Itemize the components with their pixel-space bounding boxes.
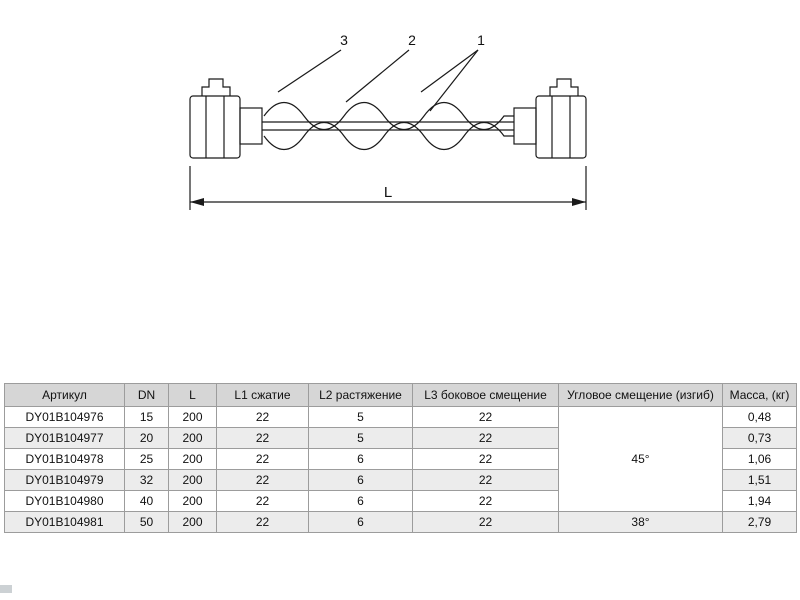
- cell-mass: 2,79: [722, 511, 797, 533]
- cell-l2: 6: [308, 469, 413, 491]
- cell-l1: 22: [216, 448, 309, 470]
- cell-mass: 1,94: [722, 490, 797, 512]
- table-row: DY01B104977 20 200 22 5 22 0,73: [4, 427, 797, 449]
- cell-mass: 0,48: [722, 406, 797, 428]
- cell-article: DY01B104978: [4, 448, 125, 470]
- cell-dn: 32: [124, 469, 169, 491]
- cell-article: DY01B104976: [4, 406, 125, 428]
- col-header-mass: Масса, (кг): [722, 383, 797, 407]
- cell-l: 200: [168, 448, 217, 470]
- cell-angular-45: 45°: [558, 406, 723, 512]
- technical-drawing: 3 2 1 L: [178, 26, 602, 228]
- col-header-dn: DN: [124, 383, 169, 407]
- cell-l: 200: [168, 427, 217, 449]
- cell-l2: 5: [308, 406, 413, 428]
- cell-article: DY01B104979: [4, 469, 125, 491]
- cell-dn: 40: [124, 490, 169, 512]
- col-header-l1: L1 сжатие: [216, 383, 309, 407]
- col-header-l2: L2 растяжение: [308, 383, 413, 407]
- cell-l: 200: [168, 406, 217, 428]
- cell-l3: 22: [412, 490, 559, 512]
- cell-dn: 25: [124, 448, 169, 470]
- dimension-line-l: [189, 166, 587, 210]
- cell-mass: 1,51: [722, 469, 797, 491]
- header-row: Артикул DN L L1 сжатие L2 растяжение L3 …: [4, 383, 797, 407]
- cell-l3: 22: [412, 448, 559, 470]
- right-fitting: [513, 78, 587, 159]
- callout-2-label: 2: [408, 32, 416, 48]
- spec-table: Артикул DN L L1 сжатие L2 растяжение L3 …: [4, 383, 797, 533]
- cell-l3: 22: [412, 406, 559, 428]
- table-row: DY01B104981 50 200 22 6 22 38° 2,79: [4, 511, 797, 533]
- cell-l1: 22: [216, 469, 309, 491]
- cell-l2: 6: [308, 511, 413, 533]
- cell-article: DY01B104977: [4, 427, 125, 449]
- page-corner-artifact: [0, 585, 12, 593]
- cell-dn: 50: [124, 511, 169, 533]
- cell-angular-38: 38°: [558, 511, 723, 533]
- cell-l2: 5: [308, 427, 413, 449]
- cell-l1: 22: [216, 406, 309, 428]
- col-header-article: Артикул: [4, 383, 125, 407]
- dimension-l-label: L: [384, 184, 392, 201]
- cell-dn: 20: [124, 427, 169, 449]
- cell-l1: 22: [216, 490, 309, 512]
- callout-leader-lines: [277, 49, 479, 112]
- connector-drawing-svg: 3 2 1 L: [189, 32, 587, 210]
- cell-l2: 6: [308, 448, 413, 470]
- cell-l3: 22: [412, 469, 559, 491]
- table-row: DY01B104976 15 200 22 5 22 45° 0,48: [4, 406, 797, 512]
- cell-l2: 6: [308, 490, 413, 512]
- cell-l3: 22: [412, 511, 559, 533]
- bellows-body: [262, 101, 514, 151]
- table-row: DY01B104978 25 200 22 6 22 1,06: [4, 448, 797, 470]
- col-header-l3: L3 боковое смещение: [412, 383, 559, 407]
- cell-mass: 1,06: [722, 448, 797, 470]
- table-row: DY01B104980 40 200 22 6 22 1,94: [4, 490, 797, 512]
- cell-l3: 22: [412, 427, 559, 449]
- cell-dn: 15: [124, 406, 169, 428]
- callout-3-label: 3: [340, 32, 348, 48]
- left-fitting: [189, 78, 263, 159]
- cell-mass: 0,73: [722, 427, 797, 449]
- col-header-angular: Угловое смещение (изгиб): [558, 383, 723, 407]
- cell-l1: 22: [216, 511, 309, 533]
- cell-l: 200: [168, 511, 217, 533]
- cell-article: DY01B104981: [4, 511, 125, 533]
- col-header-l: L: [168, 383, 217, 407]
- cell-l1: 22: [216, 427, 309, 449]
- callout-1-label: 1: [477, 32, 485, 48]
- cell-l: 200: [168, 469, 217, 491]
- cell-article: DY01B104980: [4, 490, 125, 512]
- table-row: DY01B104979 32 200 22 6 22 1,51: [4, 469, 797, 491]
- cell-l: 200: [168, 490, 217, 512]
